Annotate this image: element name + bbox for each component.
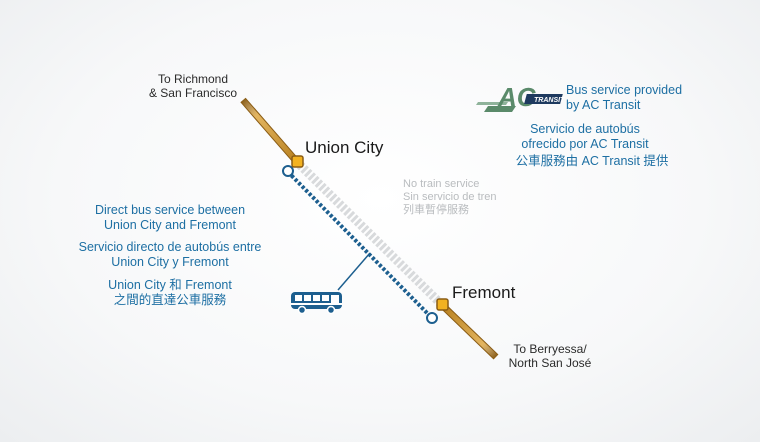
bus-service-zh-line-1: Union City 和 Fremont xyxy=(108,278,232,292)
station-marker-fremont xyxy=(436,298,449,311)
north-destination-label: To Richmond & San Francisco xyxy=(137,72,249,100)
bus-stop-union-city xyxy=(282,165,294,177)
no-service-zh: 列車暫停服務 xyxy=(403,204,469,216)
no-service-en: No train service xyxy=(403,178,480,190)
south-destination-label: To Berryessa/ North San José xyxy=(500,342,600,370)
ac-transit-logo: AC TRANSIT xyxy=(476,82,565,112)
station-marker-union-city xyxy=(291,155,304,168)
provider-chinese: 公車服務由 AC Transit 提供 xyxy=(515,154,669,168)
station-name-union-city: Union City xyxy=(305,138,384,157)
south-destination-line-2: North San José xyxy=(508,356,592,370)
station-name-fremont: Fremont xyxy=(452,283,516,302)
suspended-rail-segment xyxy=(296,161,444,307)
bus-service-english: Direct bus service between Union City an… xyxy=(80,203,260,233)
bus-service-zh-line-2: 之間的直達公車服務 xyxy=(113,293,227,307)
bus-service-es-line-1: Servicio directo de autobús entre xyxy=(78,240,262,254)
provider-en-line-2: by AC Transit xyxy=(566,98,641,112)
logo-sub-text: TRANSIT xyxy=(534,97,565,104)
provider-es-line-1: Servicio de autobús xyxy=(530,122,640,136)
rail-line-north xyxy=(240,97,300,165)
provider-english: Bus service provided by AC Transit xyxy=(566,83,682,113)
bus-pointer-line xyxy=(337,252,371,291)
north-destination-line-2: & San Francisco xyxy=(148,86,238,100)
bus-service-spanish: Servicio directo de autobús entre Union … xyxy=(70,240,270,270)
bus-service-es-line-2: Union City y Fremont xyxy=(111,255,229,269)
bus-service-en-line-2: Union City and Fremont xyxy=(103,218,236,232)
bus-icon xyxy=(291,292,342,315)
no-train-service-note: No train service Sin servicio de tren 列車… xyxy=(403,178,497,217)
bus-service-en-line-1: Direct bus service between xyxy=(94,203,246,217)
bus-route-line xyxy=(286,170,434,320)
bus-service-chinese: Union City 和 Fremont 之間的直達公車服務 xyxy=(90,278,250,308)
south-destination-line-1: To Berryessa/ xyxy=(513,342,587,356)
north-destination-line-1: To Richmond xyxy=(157,72,229,86)
provider-es-line-2: ofrecido por AC Transit xyxy=(521,137,649,151)
bus-stop-fremont xyxy=(426,312,438,324)
provider-spanish: Servicio de autobús ofrecido por AC Tran… xyxy=(515,122,655,152)
no-service-es: Sin servicio de tren xyxy=(403,191,497,203)
provider-en-line-1: Bus service provided xyxy=(566,83,683,97)
rail-line-south xyxy=(440,303,499,360)
